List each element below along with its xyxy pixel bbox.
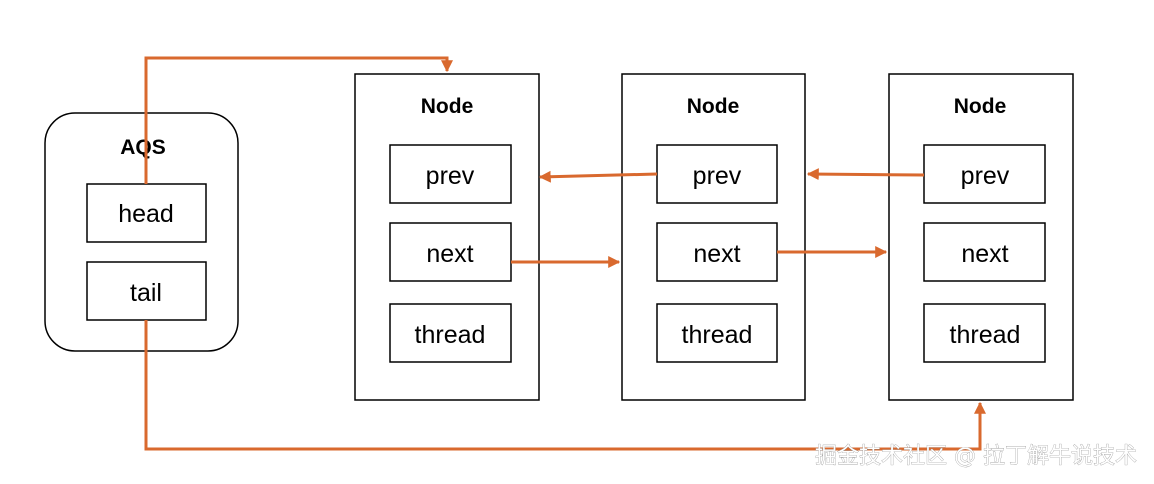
- node-2-thread-field: thread: [656, 303, 778, 363]
- node-1-next-label: next: [426, 240, 473, 268]
- node-1-prev-label: prev: [426, 162, 475, 190]
- aqs-box: AQS head tail: [44, 112, 239, 352]
- node-box-1: Node prev next thread: [354, 73, 540, 401]
- node-3-next-field: next: [923, 222, 1046, 282]
- node-3-next-label: next: [961, 240, 1008, 268]
- aqs-head-field: head: [86, 183, 207, 243]
- node-3-thread-label: thread: [950, 321, 1021, 349]
- node-2-prev-to-node-1-arrow: [538, 170, 658, 183]
- aqs-head-label: head: [118, 200, 174, 228]
- node-1-prev-field: prev: [389, 144, 512, 204]
- node-3-prev-field: prev: [923, 144, 1046, 204]
- tail-to-last-node-arrow: [144, 320, 986, 451]
- node-box-2: Node prev next thread: [621, 73, 806, 401]
- watermark-text: 掘金技术社区 @ 拉丁解牛说技术: [815, 444, 1137, 469]
- node-1-next-field: next: [389, 222, 512, 282]
- node-2-thread-label: thread: [682, 321, 753, 349]
- node-2-next-field: next: [656, 222, 778, 282]
- node-3-prev-label: prev: [961, 162, 1010, 190]
- node-3-thread-field: thread: [923, 303, 1046, 363]
- node-3-title: Node: [954, 95, 1007, 118]
- node-1-thread-label: thread: [415, 321, 486, 349]
- node-2-next-label: next: [693, 240, 740, 268]
- aqs-tail-field: tail: [86, 261, 207, 321]
- node-1-title: Node: [421, 95, 474, 118]
- node-box-3: Node prev next thread: [888, 73, 1074, 401]
- node-2-title: Node: [687, 95, 740, 118]
- head-to-first-node-arrow: [144, 56, 453, 184]
- node-2-prev-field: prev: [656, 144, 778, 204]
- aqs-tail-label: tail: [130, 279, 162, 307]
- node-2-prev-label: prev: [693, 162, 742, 190]
- node-1-thread-field: thread: [389, 303, 512, 363]
- node-3-prev-to-node-2-arrow: [806, 168, 925, 181]
- aqs-title: AQS: [120, 136, 166, 159]
